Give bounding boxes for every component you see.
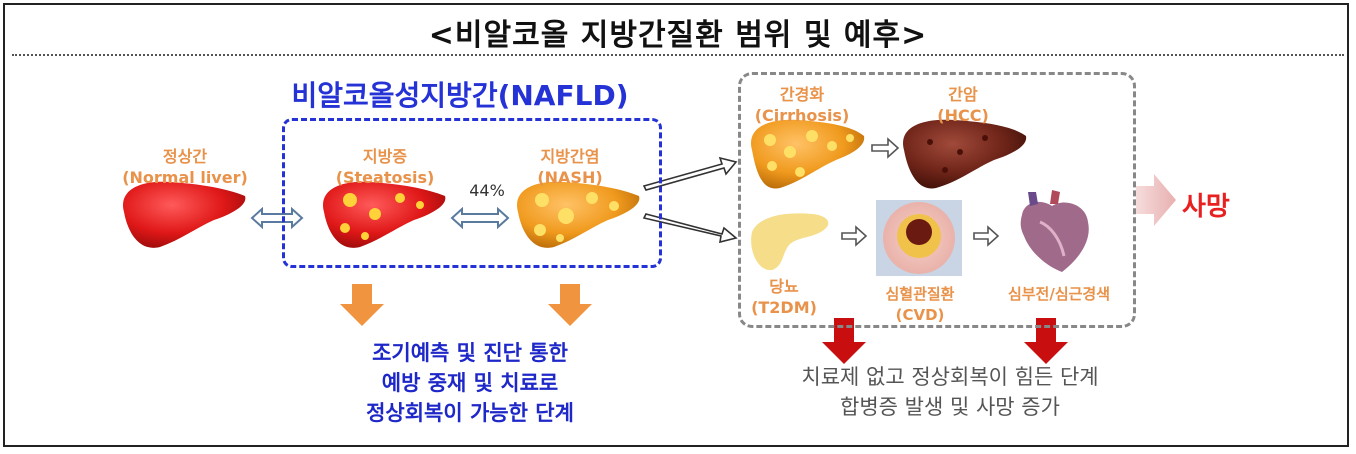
arrow-to-death	[1136, 174, 1176, 226]
nash-liver-image	[517, 181, 640, 248]
nafld-group-box	[282, 118, 662, 268]
diagram-title: <비알코올 지방간질환 범위 및 예후>	[428, 18, 928, 53]
arrow-cvd-to-heart	[973, 225, 1000, 247]
double-arrow-normal-steatosis	[250, 206, 304, 230]
label-hcc: 간암 (HCC)	[937, 85, 989, 125]
title-divider	[12, 54, 1344, 56]
down-arrow-red-right	[1024, 318, 1068, 364]
progression-percent: 44%	[469, 181, 505, 200]
normal-liver-image	[123, 181, 246, 248]
nafld-title: 비알코올성지방간(NAFLD)	[291, 79, 629, 112]
down-arrow-orange-left	[340, 284, 384, 326]
double-arrow-steatosis-nash	[450, 206, 510, 230]
label-cirrhosis: 간경화 (Cirrhosis)	[754, 85, 850, 125]
arrow-nash-to-t2dm	[642, 213, 738, 244]
label-death: 사망	[1182, 192, 1230, 222]
heart-image	[1020, 190, 1089, 272]
late-stage-note: 치료제 없고 정상회복이 힘든 단계 합병증 발생 및 사망 증가	[801, 365, 1099, 419]
diagram-frame	[3, 3, 1349, 447]
advanced-disease-group-box	[738, 72, 1136, 328]
artery-cross-section-image	[876, 200, 962, 276]
pancreas-image	[751, 213, 829, 271]
cirrhosis-liver-image	[751, 119, 865, 189]
steatosis-liver-image	[323, 181, 446, 248]
hcc-liver-image	[903, 119, 1027, 189]
label-heart-failure: 심부전/심근경색	[1007, 285, 1111, 303]
label-normal-liver: 정상간 (Normal liver)	[122, 147, 248, 187]
arrow-t2dm-to-cvd	[841, 225, 868, 247]
label-t2dm: 당뇨 (T2DM)	[751, 277, 817, 317]
down-arrow-red-left	[822, 318, 866, 364]
early-stage-note: 조기예측 및 진단 통한 예방 중재 및 치료로 정상회복이 가능한 단계	[366, 341, 574, 425]
label-nash: 지방간염 (NASH)	[537, 147, 603, 187]
label-cvd: 심혈관질환 (CVD)	[885, 285, 955, 324]
label-steatosis: 지방증 (Steatosis)	[335, 147, 435, 187]
down-arrow-orange-right	[548, 284, 592, 326]
arrow-cirrhosis-to-hcc	[871, 137, 900, 159]
